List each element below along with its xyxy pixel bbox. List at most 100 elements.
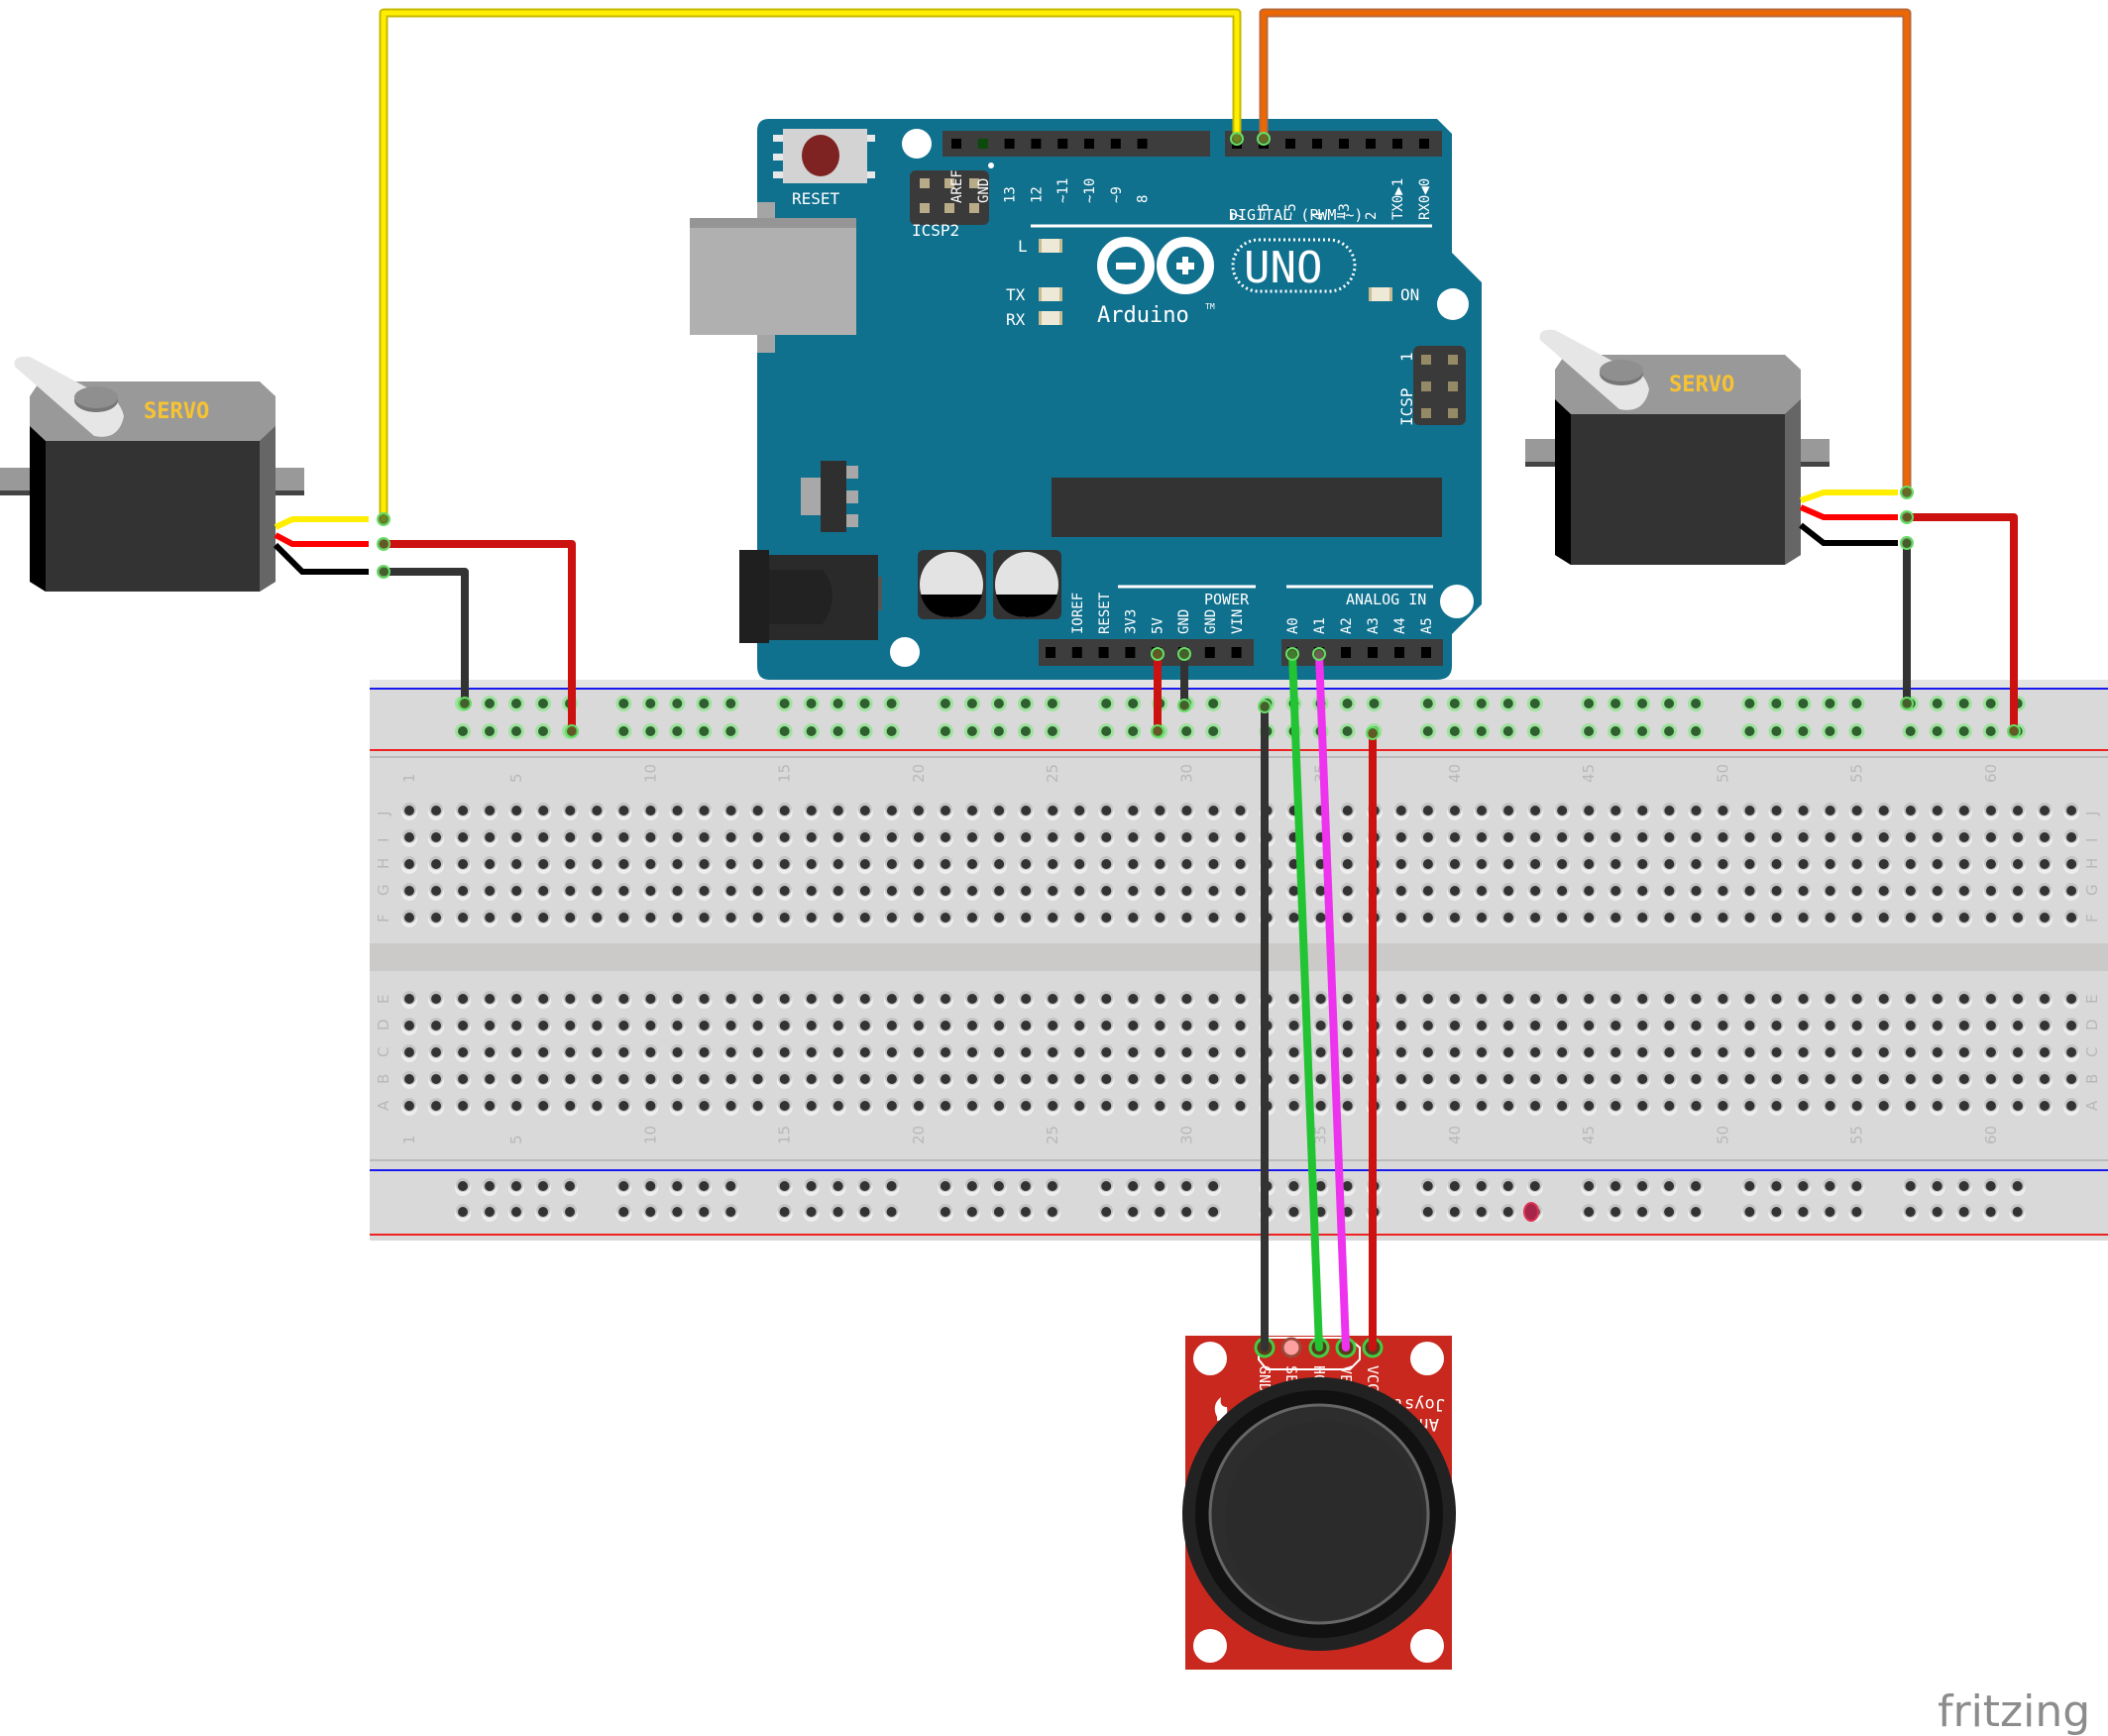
wire-servo-left-vcc[interactable] — [380, 540, 576, 735]
header-pin[interactable] — [1204, 647, 1215, 658]
header-pin[interactable] — [1110, 139, 1121, 149]
reset-button[interactable] — [773, 129, 875, 183]
brand-name: Arduino — [1097, 303, 1189, 328]
power-header — [1039, 639, 1254, 666]
header-pin[interactable] — [1419, 139, 1429, 149]
column-number: 10 — [641, 764, 659, 783]
wire-endpoint[interactable] — [1230, 132, 1244, 146]
highlighted-hole[interactable] — [1523, 1202, 1539, 1222]
uno-badge — [1231, 238, 1357, 293]
joystick-pin[interactable] — [1280, 1337, 1302, 1358]
wire-endpoint[interactable] — [1900, 697, 1914, 710]
servo-motor-left[interactable]: SERVO — [0, 356, 304, 592]
column-number: 30 — [1177, 1126, 1195, 1144]
column-number: 35 — [1312, 1126, 1330, 1144]
digital-pin-label: ~10 — [1082, 178, 1098, 203]
column-number: 45 — [1580, 1126, 1598, 1144]
header-pin[interactable] — [1084, 139, 1094, 149]
header-pin[interactable] — [1392, 139, 1402, 149]
wires — [379, 8, 2018, 1352]
row-letter: C — [375, 1047, 392, 1057]
servo-label: SERVO — [144, 399, 209, 424]
column-number: 40 — [1446, 1126, 1464, 1144]
header-pin[interactable] — [1098, 647, 1109, 658]
board-name: UNO — [1244, 243, 1322, 293]
row-letter: A — [2083, 1100, 2101, 1111]
wire-servo-right-vcc[interactable] — [1903, 513, 2018, 735]
on-led-label: ON — [1400, 285, 1419, 304]
wire-endpoint[interactable] — [1900, 486, 1914, 499]
header-pin[interactable] — [951, 139, 961, 149]
row-letter: J — [2083, 812, 2101, 816]
header-pin[interactable] — [1285, 139, 1295, 149]
header-pin[interactable] — [1125, 647, 1136, 658]
wire-endpoint[interactable] — [1258, 700, 1272, 713]
wire-endpoint[interactable] — [1257, 132, 1271, 146]
wire-endpoint[interactable] — [1900, 510, 1914, 524]
power-pin-label: VIN — [1230, 609, 1246, 634]
wire-endpoint[interactable] — [1285, 647, 1299, 661]
sparkfun-flame-icon — [1214, 1397, 1228, 1421]
header-pin[interactable] — [1137, 139, 1148, 149]
wire-endpoint[interactable] — [565, 724, 579, 738]
header-pin[interactable] — [1004, 139, 1015, 149]
column-number: 5 — [507, 773, 525, 783]
header-pin[interactable] — [1057, 139, 1068, 149]
joystick-pin-label: GND — [1256, 1365, 1274, 1392]
servo-motor-right[interactable]: SERVO — [1525, 329, 1830, 565]
wire-endpoint[interactable] — [1151, 724, 1165, 738]
icsp2-label: ICSP2 — [912, 221, 959, 240]
digital-pin-label: ~11 — [1055, 178, 1071, 203]
wire-endpoint[interactable] — [1312, 647, 1326, 661]
header-pin[interactable] — [977, 139, 988, 149]
header-pin[interactable] — [1312, 139, 1322, 149]
wire-endpoint[interactable] — [2007, 724, 2021, 738]
voltage-regulator — [801, 461, 858, 532]
wire-endpoint[interactable] — [377, 512, 390, 526]
icsp-pin1-label: 1 — [1397, 352, 1416, 362]
row-letter: H — [375, 858, 392, 869]
wire-endpoint[interactable] — [1177, 647, 1191, 661]
wire-endpoint[interactable] — [1177, 699, 1191, 712]
header-pin[interactable] — [1231, 647, 1242, 658]
breadboard: 1155101015152020252530303535404045455050… — [370, 680, 2108, 1241]
capacitor — [993, 550, 1061, 619]
analog-joystick-module[interactable]: GNDSELHORVERVCC Joystick Analog — [1182, 1336, 1456, 1670]
header-pin[interactable] — [1046, 647, 1055, 658]
column-number: 40 — [1446, 764, 1464, 783]
row-letter: B — [2083, 1074, 2101, 1084]
column-number: 55 — [1848, 1126, 1866, 1144]
power-pin-label: IOREF — [1070, 593, 1086, 634]
wire-servo-left-gnd[interactable] — [380, 568, 469, 707]
row-letter: D — [2083, 1019, 2101, 1031]
header-pin[interactable] — [1421, 647, 1431, 658]
wire-endpoint[interactable] — [377, 537, 390, 551]
digital-header-right — [1225, 131, 1442, 157]
digital-pin-label: RX0◀0 — [1417, 178, 1433, 220]
header-pin[interactable] — [1366, 139, 1376, 149]
wire-endpoint[interactable] — [458, 697, 472, 710]
header-pin[interactable] — [1339, 139, 1349, 149]
wire-endpoint[interactable] — [377, 565, 390, 579]
wire-joystick-vertical[interactable] — [1315, 650, 1350, 1352]
header-pin[interactable] — [1341, 647, 1351, 658]
digital-pin-label: ~5 — [1283, 203, 1299, 220]
power-pin-label: GND — [1203, 609, 1219, 634]
header-pin[interactable] — [1031, 139, 1042, 149]
arduino-logo-icon — [1097, 237, 1214, 294]
wire-endpoint[interactable] — [1151, 647, 1165, 661]
digital-pin-label: 7 — [1230, 212, 1246, 220]
header-pin[interactable] — [1368, 647, 1378, 658]
wire-joystick-horizontal[interactable] — [1288, 650, 1323, 1352]
header-pin[interactable] — [1394, 647, 1404, 658]
analog-header-label: ANALOG IN — [1346, 591, 1426, 608]
row-letter: E — [375, 995, 392, 1004]
header-pin[interactable] — [1071, 647, 1082, 658]
column-number: 25 — [1044, 764, 1061, 783]
wire-endpoint[interactable] — [1366, 726, 1380, 740]
wire-endpoint[interactable] — [1900, 536, 1914, 550]
usb-port — [690, 202, 856, 353]
column-number: 15 — [776, 764, 794, 783]
